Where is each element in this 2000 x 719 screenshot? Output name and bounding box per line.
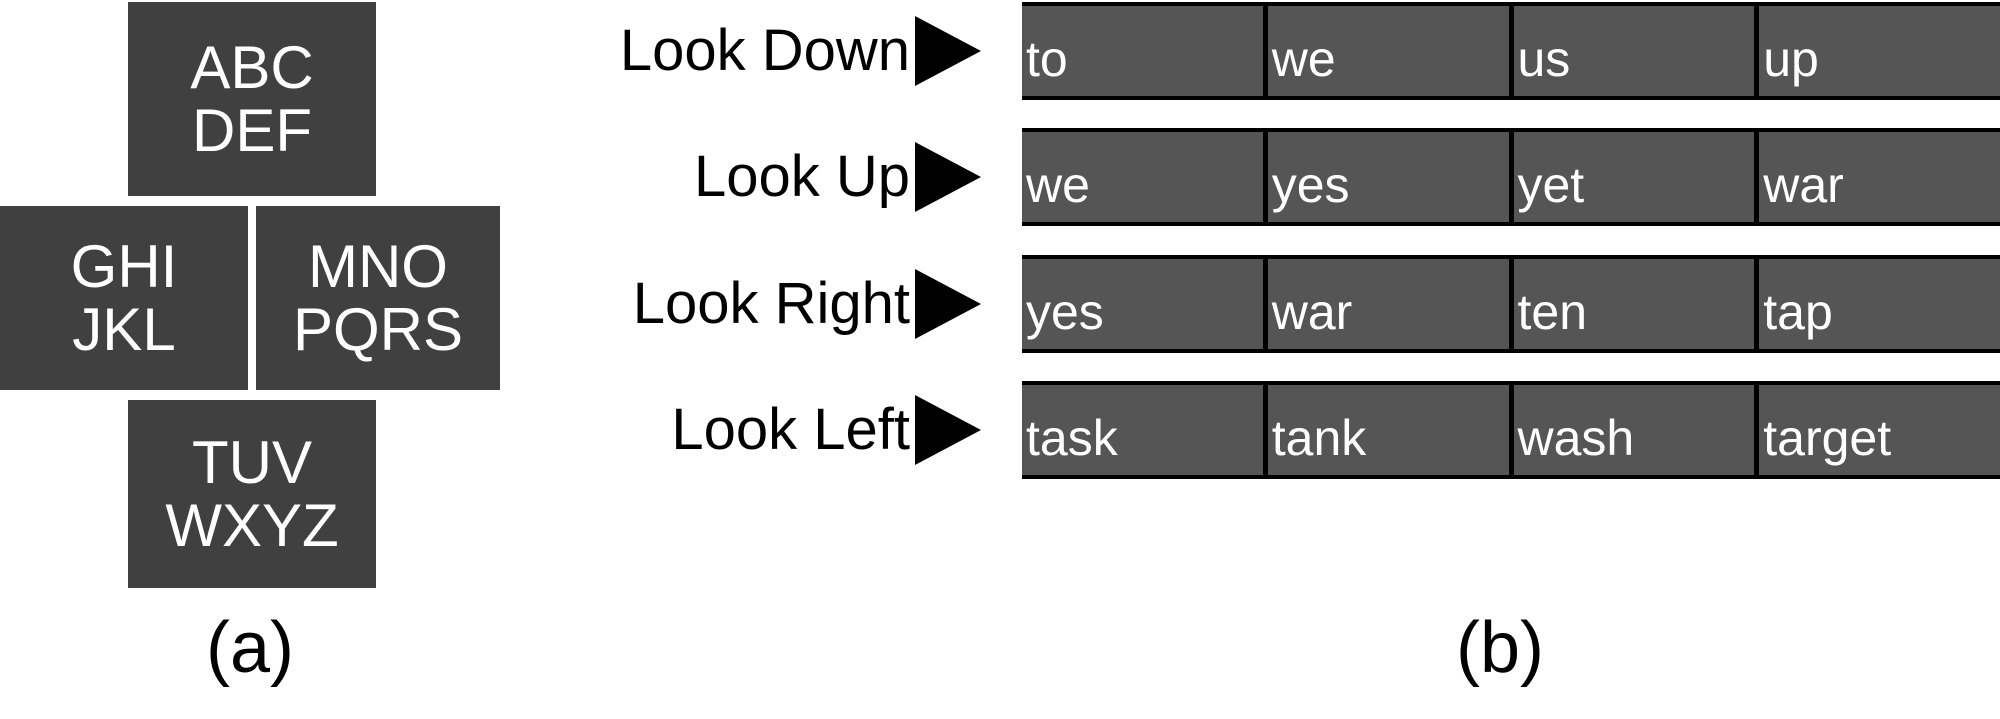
word-candidate-cell[interactable]: task bbox=[1022, 385, 1268, 475]
word-candidate-label: war bbox=[1763, 157, 1844, 213]
word-candidate-cell[interactable]: yes bbox=[1022, 259, 1268, 349]
word-candidate-cell[interactable]: wash bbox=[1514, 385, 1760, 475]
word-candidate-cell[interactable]: target bbox=[1759, 385, 2000, 475]
word-candidate-label: ten bbox=[1517, 284, 1588, 340]
word-candidate-label: yet bbox=[1517, 157, 1585, 213]
prediction-row-label: Look Left bbox=[671, 397, 910, 462]
keypad-key-right-line1: MNO bbox=[308, 233, 448, 300]
word-candidate-cell[interactable]: war bbox=[1268, 259, 1514, 349]
word-candidate-label: target bbox=[1763, 410, 1892, 466]
word-candidate-cell[interactable]: us bbox=[1514, 6, 1760, 96]
word-candidate-label: tap bbox=[1763, 284, 1833, 340]
keypad-key-down[interactable]: TUV WXYZ bbox=[128, 400, 376, 588]
keypad-key-up-line2: DEF bbox=[192, 97, 312, 164]
panel-a-keypad: ABC DEF GHI JKL MNO PQRS TUV WXYZ (a) bbox=[0, 0, 505, 719]
word-candidate-cell[interactable]: yes bbox=[1268, 132, 1514, 222]
word-candidate-label: yes bbox=[1271, 157, 1350, 213]
keypad-key-right[interactable]: MNO PQRS bbox=[256, 206, 500, 390]
keypad-key-down-line2: WXYZ bbox=[165, 492, 339, 559]
word-candidate-cell[interactable]: up bbox=[1759, 6, 2000, 96]
word-candidate-cell[interactable]: tap bbox=[1759, 259, 2000, 349]
play-triangle-icon bbox=[915, 142, 981, 212]
word-candidate-bar: task tank wash target bbox=[1022, 381, 2000, 479]
word-candidate-cell[interactable]: we bbox=[1268, 6, 1514, 96]
word-candidate-label: tank bbox=[1271, 410, 1367, 466]
word-candidate-label: wash bbox=[1517, 410, 1635, 466]
word-candidate-label: we bbox=[1271, 31, 1336, 87]
word-candidate-cell[interactable]: to bbox=[1022, 6, 1268, 96]
word-candidate-bar: we yes yet war bbox=[1022, 128, 2000, 226]
word-candidate-label: war bbox=[1271, 284, 1353, 340]
play-triangle-icon bbox=[915, 16, 981, 86]
keypad-key-left[interactable]: GHI JKL bbox=[0, 206, 248, 390]
word-candidate-bar: yes war ten tap bbox=[1022, 255, 2000, 353]
word-candidate-bar: to we us up bbox=[1022, 2, 2000, 100]
keypad-key-up-line1: ABC bbox=[190, 34, 314, 101]
word-candidate-label: we bbox=[1026, 157, 1090, 213]
panel-a-caption: (a) bbox=[206, 608, 294, 688]
panel-b-word-predictions: Look Down to we us up Look Up we yes yet… bbox=[420, 0, 2000, 719]
panel-b-caption: (b) bbox=[1456, 608, 1544, 688]
play-triangle-icon bbox=[915, 395, 981, 465]
prediction-row-label: Look Down bbox=[619, 18, 910, 83]
prediction-row-label: Look Right bbox=[632, 271, 910, 336]
prediction-row: Look Down to we us up bbox=[420, 2, 2000, 100]
word-candidate-cell[interactable]: tank bbox=[1268, 385, 1514, 475]
prediction-row: Look Up we yes yet war bbox=[420, 128, 2000, 226]
play-triangle-icon bbox=[915, 269, 981, 339]
word-candidate-cell[interactable]: ten bbox=[1514, 259, 1760, 349]
keypad-key-left-line2: JKL bbox=[72, 296, 176, 363]
keypad-key-left-line1: GHI bbox=[70, 233, 178, 300]
word-candidate-label: task bbox=[1026, 410, 1118, 466]
keypad-key-up[interactable]: ABC DEF bbox=[128, 2, 376, 196]
word-candidate-label: us bbox=[1517, 31, 1571, 87]
word-candidate-cell[interactable]: we bbox=[1022, 132, 1268, 222]
word-candidate-label: up bbox=[1763, 31, 1819, 87]
prediction-row-label: Look Up bbox=[693, 144, 910, 209]
word-candidate-cell[interactable]: yet bbox=[1514, 132, 1760, 222]
word-candidate-label: to bbox=[1026, 31, 1068, 87]
word-candidate-label: yes bbox=[1026, 284, 1104, 340]
prediction-row: Look Left task tank wash target bbox=[420, 381, 2000, 479]
word-candidate-cell[interactable]: war bbox=[1759, 132, 2000, 222]
prediction-row: Look Right yes war ten tap bbox=[420, 255, 2000, 353]
keypad-key-down-line1: TUV bbox=[192, 429, 312, 496]
keypad-key-right-line2: PQRS bbox=[292, 296, 464, 363]
